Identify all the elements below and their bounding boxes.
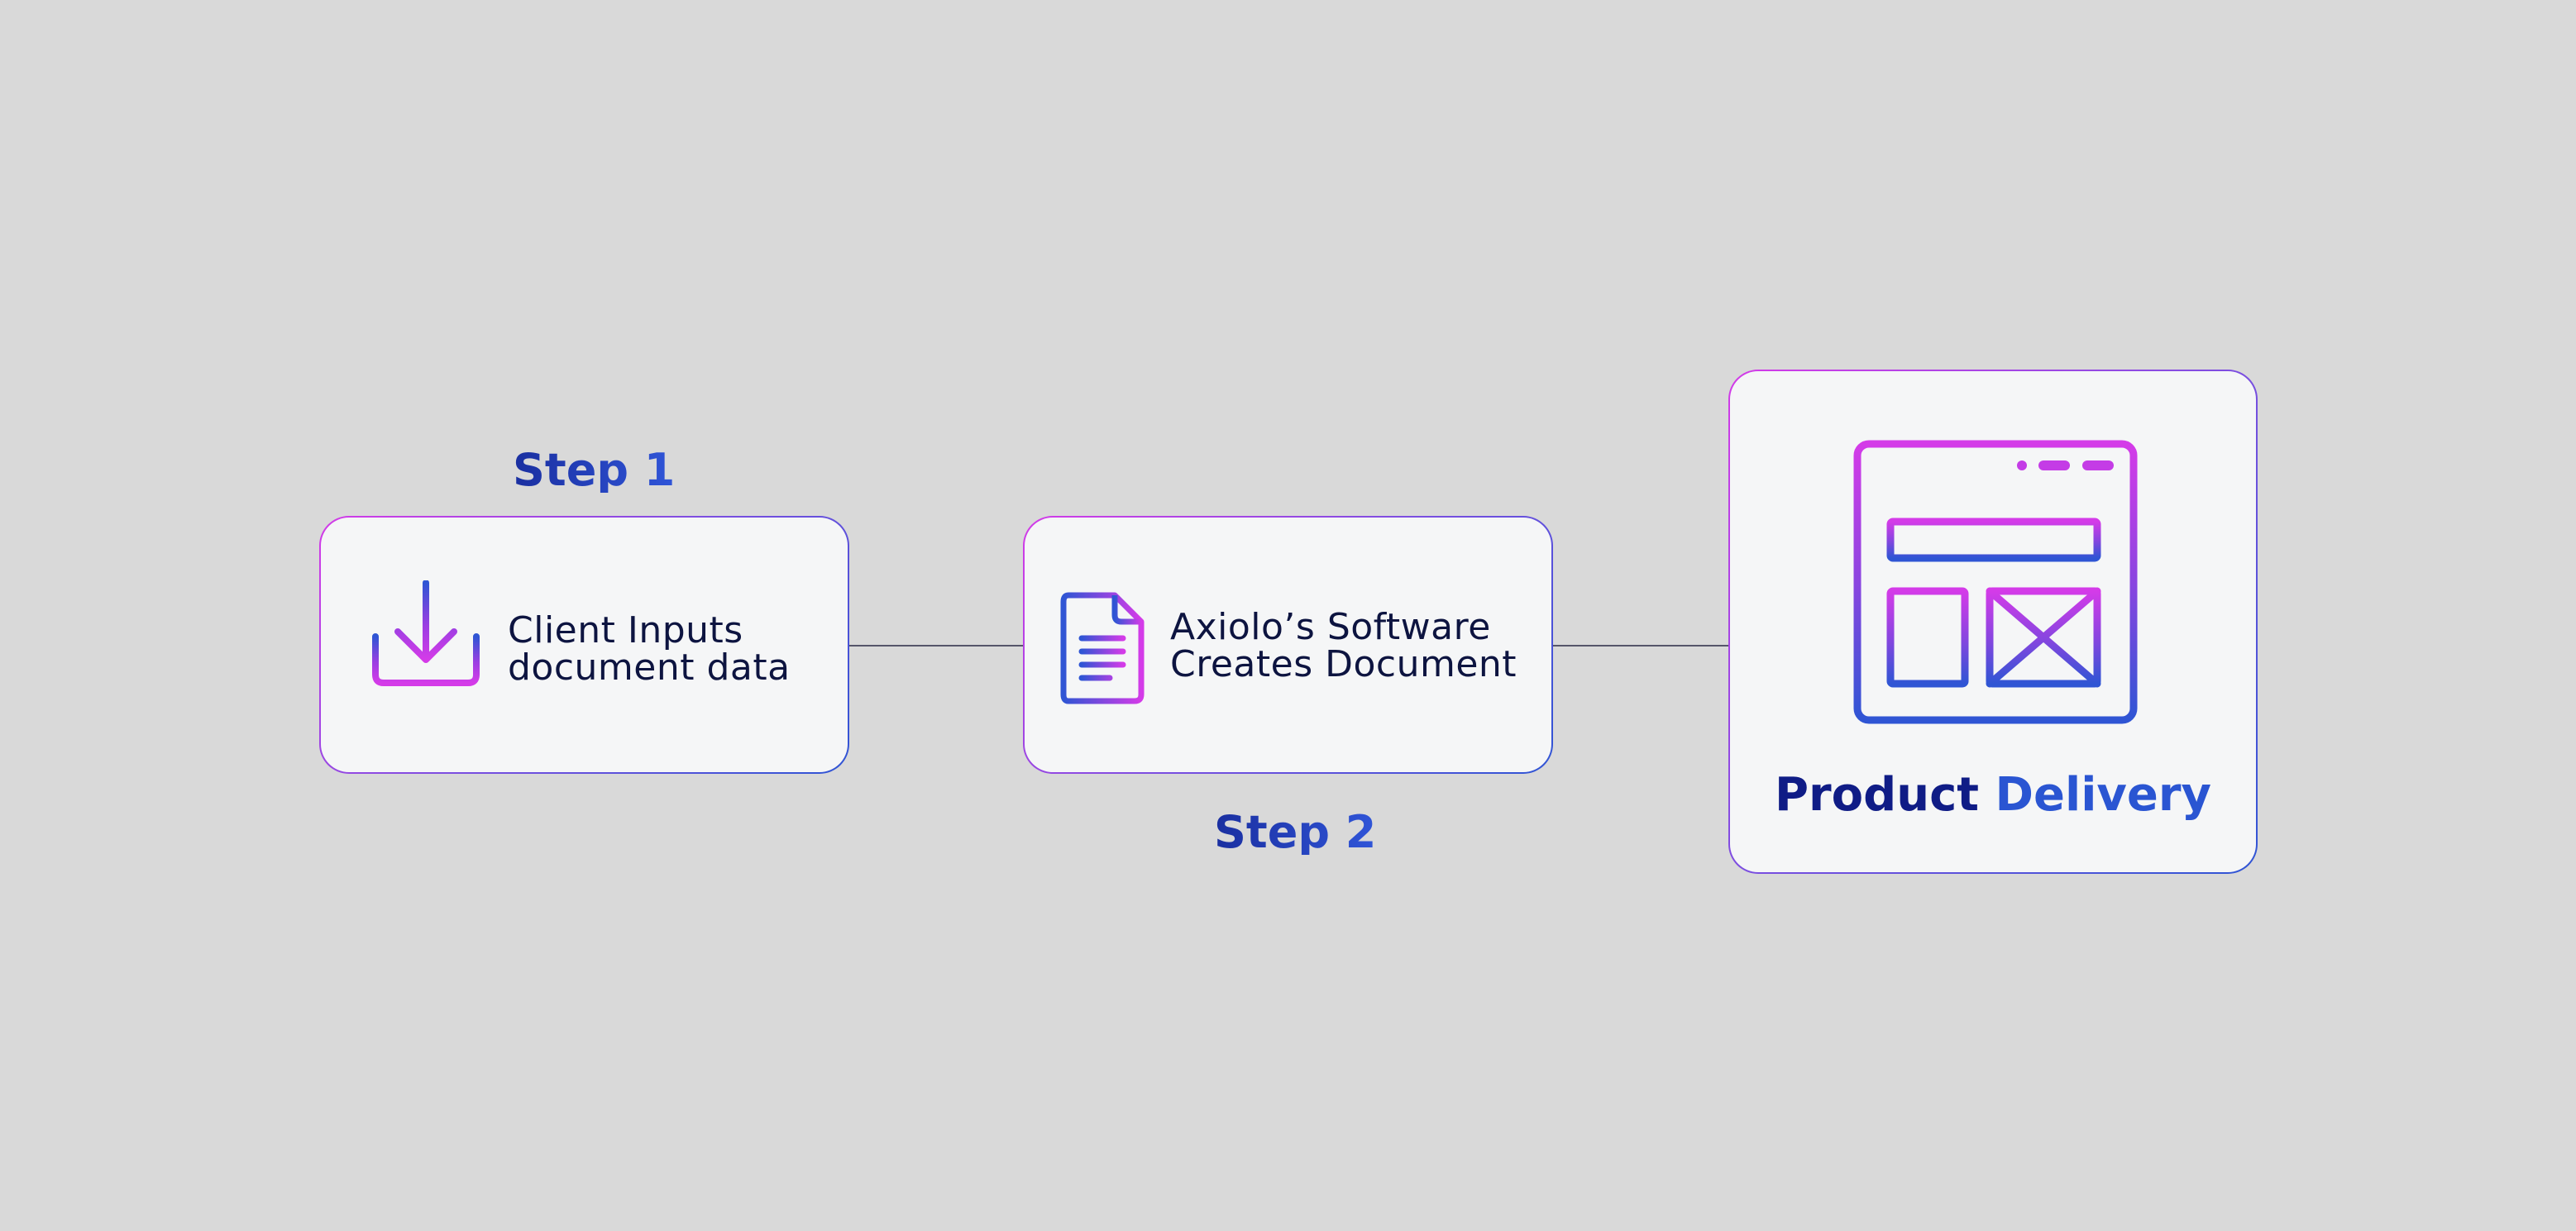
step-2-text: Axiolo’s Software Creates Document (1170, 608, 1517, 683)
product-delivery-title: Product Delivery (1730, 772, 2256, 818)
connector-line-2 (1552, 645, 1730, 647)
step-1-text-line-2: document data (508, 647, 791, 689)
step-2-card: Axiolo’s Software Creates Document (1023, 516, 1553, 774)
step-1-text-line-1: Client Inputs (508, 609, 743, 651)
document-icon (1060, 592, 1145, 704)
connector-line-1 (848, 645, 1025, 647)
step-1-card: Client Inputs document data (319, 516, 849, 774)
step-1-label: Step 1 (513, 444, 676, 496)
step-2-text-line-1: Axiolo’s Software (1170, 606, 1491, 648)
step-2-label: Step 2 (1214, 806, 1377, 858)
download-icon (372, 580, 480, 686)
product-delivery-title-word-2: Delivery (1995, 768, 2212, 822)
product-delivery-card: Product Delivery (1728, 370, 2258, 874)
product-delivery-title-word-1: Product (1774, 768, 1980, 822)
webpage-layout-icon (1853, 440, 2138, 724)
step-2-text-line-2: Creates Document (1170, 643, 1517, 685)
step-1-text: Client Inputs document data (508, 612, 791, 686)
